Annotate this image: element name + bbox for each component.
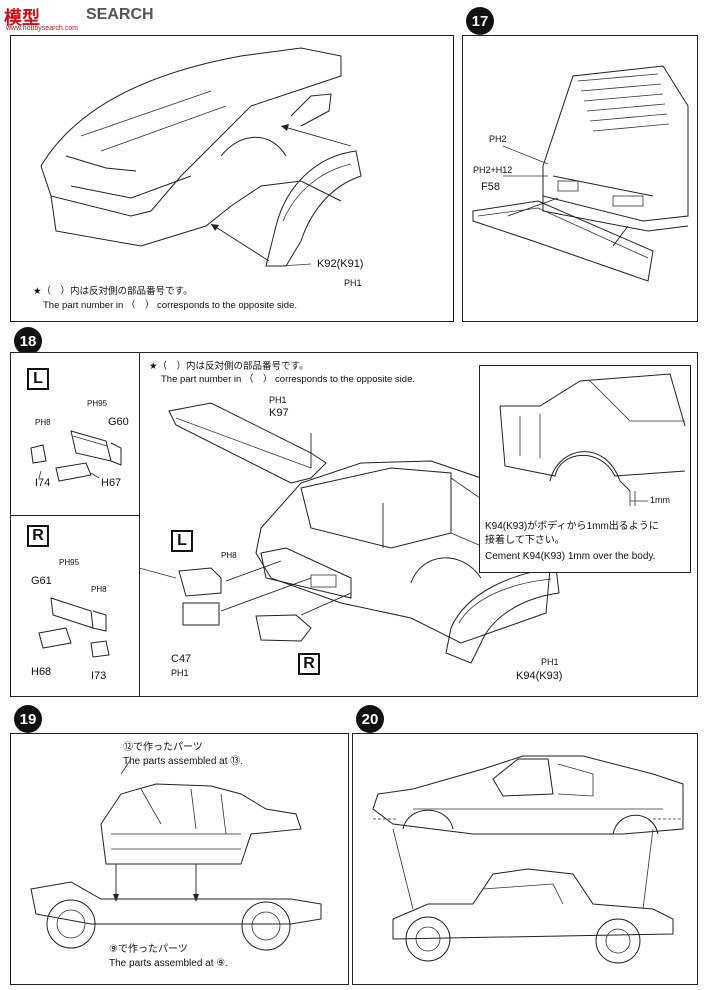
step19-top-jp: ⑫で作ったパーツ (123, 742, 203, 753)
right-ph8: PH8 (91, 585, 107, 594)
step17-panel: PH2 PH2+H12 F58 (462, 35, 698, 322)
inset-note-jp-1: K94(K93)がボディから1mm出るように (485, 521, 659, 532)
fender-detail-drawing (499, 373, 686, 506)
step16-panel: K92(K91) PH1 ★（ ）内は反対側の部品番号です。 The part … (10, 35, 454, 322)
main-c47-ph1: PH1 (171, 668, 189, 678)
main-left-label-box: L (171, 530, 193, 552)
final-assembly-illustration (372, 755, 684, 964)
inset-note-jp-2: 接着して下さい。 (485, 535, 565, 546)
watermark-site: SEARCH (86, 6, 154, 23)
step19-top-en: The parts assembled at ⑬. (123, 756, 244, 767)
left-label-box: L (27, 368, 49, 390)
part-ph1-label: PH1 (344, 278, 362, 288)
spoiler-ph1: PH1 (269, 395, 287, 405)
watermark-url: www.hobbysearch.com (6, 25, 78, 32)
step20-badge: 20 (356, 705, 384, 733)
left-h67: H67 (101, 477, 122, 489)
main-ph8: PH8 (221, 551, 237, 560)
step20-panel (352, 733, 698, 985)
left-ph95: PH95 (87, 399, 108, 408)
left-ph8: PH8 (35, 418, 51, 427)
subassembly-divider (139, 353, 140, 696)
step18-panel: L PH95 PH8 G60 I74 H67 R PH95 PH8 G61 H6… (10, 352, 698, 697)
step17-ph2-h12-label: PH2+H12 (473, 165, 513, 175)
step19-panel: ⑫で作ったパーツ The parts assembled at ⑬. ⑨で作った… (10, 733, 349, 985)
fender-ph1: PH1 (541, 657, 559, 667)
step17-f58-label: F58 (481, 181, 500, 193)
lr-divider (11, 515, 139, 516)
watermark-prefix: 模型 (4, 8, 40, 29)
fender-k94: K94(K93) (516, 670, 563, 682)
right-g61: G61 (31, 575, 52, 587)
step19-bottom-en: The parts assembled at ⑨. (109, 958, 229, 969)
step17-ph2-label: PH2 (489, 134, 507, 144)
step17-badge: 17 (466, 7, 494, 35)
step19-bottom-jp: ⑨で作ったパーツ (109, 944, 188, 955)
main-c47: C47 (171, 653, 192, 665)
step18-note-en: The part number in （ ） corresponds to th… (161, 374, 415, 385)
step16-note-en: The part number in （ ） corresponds to th… (43, 300, 297, 311)
part-k92-label: K92(K91) (317, 258, 364, 270)
left-i74: I74 (35, 477, 51, 489)
left-g60: G60 (108, 416, 129, 428)
right-label-box: R (27, 525, 49, 547)
left-taillight-parts (30, 430, 122, 482)
right-taillight-parts (38, 597, 110, 658)
inset-note-en: Cement K94(K93) 1mm over the body. (485, 551, 656, 562)
right-h68: H68 (31, 666, 52, 678)
inset-dim-1mm: 1mm (650, 495, 670, 505)
watermark-logo: 模型 SEARCH www.hobbysearch.com (4, 4, 179, 34)
fender-detail-inset: 1mm K94(K93)がボディから1mm出るように 接着して下さい。 Ceme… (479, 365, 691, 573)
right-i73: I73 (91, 670, 107, 682)
right-ph95: PH95 (59, 558, 80, 567)
spoiler-k97: K97 (269, 407, 289, 419)
main-right-label-box: R (298, 653, 320, 675)
step18-note-jp: ★（ ）内は反対側の部品番号です。 (149, 361, 309, 372)
car-rear-illustration (472, 65, 689, 282)
interior-chassis-illustration (30, 758, 322, 951)
step18-badge: 18 (14, 327, 42, 355)
step16-note-jp: ★（ ）内は反対側の部品番号です。 (33, 286, 193, 297)
step19-badge: 19 (14, 705, 42, 733)
car-front-illustration (40, 47, 362, 267)
